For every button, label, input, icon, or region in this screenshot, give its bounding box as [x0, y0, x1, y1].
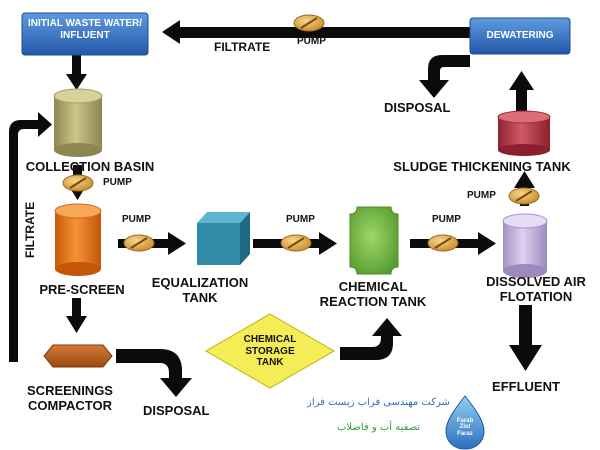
daf-label-line2: FLOTATION: [499, 288, 573, 304]
logo-mark-line2: Zist: [459, 424, 471, 431]
effluent-label: EFFLUENT: [492, 379, 560, 394]
logo-mark-line3: Faraz: [457, 430, 473, 437]
chemical-reaction-shape: [349, 206, 399, 275]
compactor-label-line1: SCREENINGS: [27, 383, 113, 398]
arrow-sludge-dewater: [516, 86, 527, 112]
influent-box: [21, 12, 149, 56]
sludge-thickening-shape: [497, 110, 551, 156]
arrow-chem-daf-head: [478, 232, 496, 255]
arrow-daf-sludge-head: [514, 171, 535, 188]
filtrate-top-label: FILTRATE: [214, 40, 271, 54]
dissolved-air-flotation-label: DISSOLVED AIR FLOTATION: [486, 274, 586, 305]
influent-label: INITIAL WASTE WATER/ INFLUENT: [27, 18, 143, 41]
pump-icon: [280, 234, 312, 252]
arrow-storage-chem: [340, 318, 402, 360]
sludge-thickening-tank-label: SLUDGE THICKENING TANK: [393, 159, 571, 174]
screenings-compactor-label: SCREENINGS COMPACTOR: [27, 383, 113, 414]
arrow-filtrate-left: [9, 112, 52, 362]
screenings-compactor-shape: [43, 344, 113, 368]
logo-mark-text: Farab Zist Faraz: [450, 418, 480, 437]
company-logo: [445, 395, 485, 450]
dissolved-air-flotation-shape: [502, 213, 548, 278]
arrow-daf-effluent-head: [509, 345, 542, 371]
arrow-influent-down-head: [66, 74, 87, 90]
arrow-prescreen-down-head: [66, 316, 87, 333]
pump-icon: [62, 174, 94, 192]
chemical-storage-shape: [204, 313, 336, 389]
company-tagline-fa: تصفیه آب و فاضلاب: [337, 422, 421, 433]
arrow-daf-effluent: [519, 305, 532, 347]
pre-screen-shape: [54, 203, 102, 276]
arrow-dewater-disposal: [419, 43, 470, 98]
equalization-tank-label: EQUALIZATION TANK: [151, 275, 249, 306]
storage-label-line2: STORAGE: [245, 345, 295, 357]
pump-label-basin: PUMP: [103, 177, 132, 188]
chemical-reaction-label-line1: CHEMICAL: [338, 279, 408, 294]
company-name-fa: شرکت مهندسی فراب زیست فراز: [307, 397, 450, 408]
arrow-filtrate-top: [178, 27, 470, 38]
pump-icon: [123, 234, 155, 252]
equalization-label-line2: TANK: [182, 289, 218, 305]
pump-label-chemical: PUMP: [432, 214, 461, 225]
arrow-influent-down: [72, 55, 81, 77]
compactor-label-line2: COMPACTOR: [27, 397, 113, 413]
dewatering-box: [469, 17, 571, 55]
filtrate-left-label: FILTRATE: [23, 201, 37, 258]
equalization-tank-shape: [197, 212, 250, 265]
pump-label-daf: PUMP: [467, 190, 496, 201]
disposal-top-label: DISPOSAL: [384, 100, 451, 115]
chemical-storage-tank-label: CHEMICAL STORAGE TANK: [244, 334, 297, 369]
disposal-bottom-label: DISPOSAL: [143, 403, 210, 418]
equalization-label-line1: EQUALIZATION: [151, 275, 249, 290]
daf-label-line1: DISSOLVED AIR: [486, 274, 586, 289]
chemical-reaction-label-line2: REACTION TANK: [319, 293, 427, 309]
pump-icon: [293, 14, 325, 32]
dewatering-label: DEWATERING: [486, 30, 554, 41]
arrow-filtrate-top-head: [162, 20, 180, 44]
pump-icon: [427, 234, 459, 252]
pump-icon: [508, 187, 540, 205]
chemical-reaction-tank-label: CHEMICAL REACTION TANK: [319, 279, 427, 310]
arrow-prescreen-down: [72, 298, 81, 318]
logo-mark-line1: Farab: [456, 418, 474, 424]
pump-label-top: PUMP: [297, 36, 326, 47]
arrow-compactor-disposal: [116, 349, 192, 397]
storage-label-line3: TANK: [256, 357, 284, 368]
pre-screen-label: PRE-SCREEN: [39, 282, 125, 297]
collection-basin-shape: [53, 88, 103, 157]
arrow-pre-eq-head: [168, 232, 186, 255]
arrow-sludge-dewater-head: [509, 71, 534, 90]
collection-basin-label: COLLECTION BASIN: [25, 159, 155, 174]
storage-label-line1: CHEMICAL: [243, 334, 297, 345]
pump-label-prescreen: PUMP: [122, 214, 151, 225]
pump-label-equalization: PUMP: [286, 214, 315, 225]
arrow-eq-chem-head: [319, 232, 337, 255]
